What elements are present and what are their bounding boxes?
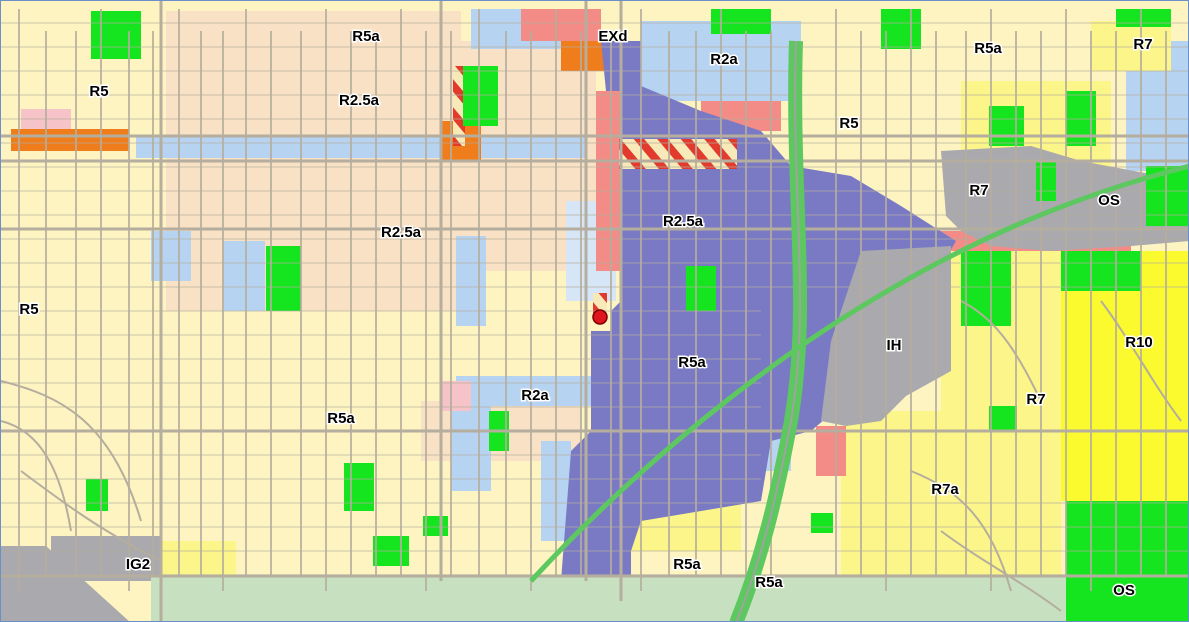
zone-os-q xyxy=(961,251,1011,326)
zone-label-r2a-center: R2a xyxy=(521,387,549,404)
zone-os-p xyxy=(1061,251,1141,291)
zone-os-e xyxy=(463,66,498,126)
zone-label-r5-farleft: R5 xyxy=(19,301,38,318)
zone-label-r5a-topright: R5a xyxy=(974,40,1002,57)
zone-exd-a xyxy=(11,129,129,151)
zone-os-s xyxy=(811,513,833,533)
zone-r7-top xyxy=(1091,21,1171,71)
zone-os-a xyxy=(91,11,141,59)
zone-label-r25a-top: R2.5a xyxy=(339,92,380,109)
zone-label-exd: EXd xyxy=(598,28,627,45)
zone-os-g xyxy=(686,266,716,311)
zone-os-d xyxy=(1116,9,1171,27)
zone-os-big xyxy=(1066,501,1188,621)
zone-exd-b xyxy=(561,41,606,71)
zone-label-r7-mid: R7 xyxy=(969,182,988,199)
zone-green-band xyxy=(151,576,1071,621)
zone-r2-c xyxy=(456,236,486,326)
zone-label-r2a-top: R2a xyxy=(710,51,738,68)
zone-os-l xyxy=(86,479,108,511)
zone-os-r xyxy=(989,406,1017,431)
zone-label-r5a-bottom2: R5a xyxy=(755,574,783,591)
zone-label-r5-mid: R5 xyxy=(839,115,858,132)
zone-label-ih: IH xyxy=(887,337,902,354)
zone-commercial-north xyxy=(521,9,601,41)
zone-hatch-a xyxy=(619,139,737,169)
zone-label-r25a-center: R2.5a xyxy=(663,213,704,230)
zone-hatch-c xyxy=(593,293,607,313)
zone-r2-b xyxy=(223,241,265,311)
curved-streets xyxy=(1,300,1182,612)
highway xyxy=(529,40,1188,621)
zone-hatch-b xyxy=(453,66,465,146)
location-pin-icon[interactable] xyxy=(592,309,608,325)
zone-label-ig2: IG2 xyxy=(126,556,150,573)
zone-os-m xyxy=(989,106,1024,146)
zone-label-r5a-left: R5a xyxy=(327,410,355,427)
zone-os-gray xyxy=(941,146,1188,251)
zone-label-r5a-top: R5a xyxy=(352,28,380,45)
zone-label-r7-right: R7 xyxy=(1026,391,1045,408)
zone-label-r25a-left: R2.5a xyxy=(381,224,422,241)
zone-os-c xyxy=(881,9,921,49)
zone-label-r7-topright: R7 xyxy=(1133,36,1152,53)
zone-label-os-bottom: OS xyxy=(1113,582,1135,599)
zone-label-r5-left: R5 xyxy=(89,83,108,100)
zone-label-r10: R10 xyxy=(1125,334,1153,351)
zone-ig2-west xyxy=(1,546,129,621)
zone-label-r7a: R7a xyxy=(931,481,959,498)
zone-os-i xyxy=(344,463,374,511)
zone-r2-band-a xyxy=(136,136,586,158)
zone-r7a xyxy=(841,411,1061,591)
zone-label-os-top: OS xyxy=(1098,192,1120,209)
zone-commercial-c xyxy=(816,426,846,476)
zone-label-r5a-bottom: R5a xyxy=(673,556,701,573)
zone-pink-b xyxy=(441,381,471,411)
zone-r2-e xyxy=(451,401,491,491)
zone-label-r5a-center: R5a xyxy=(678,354,706,371)
